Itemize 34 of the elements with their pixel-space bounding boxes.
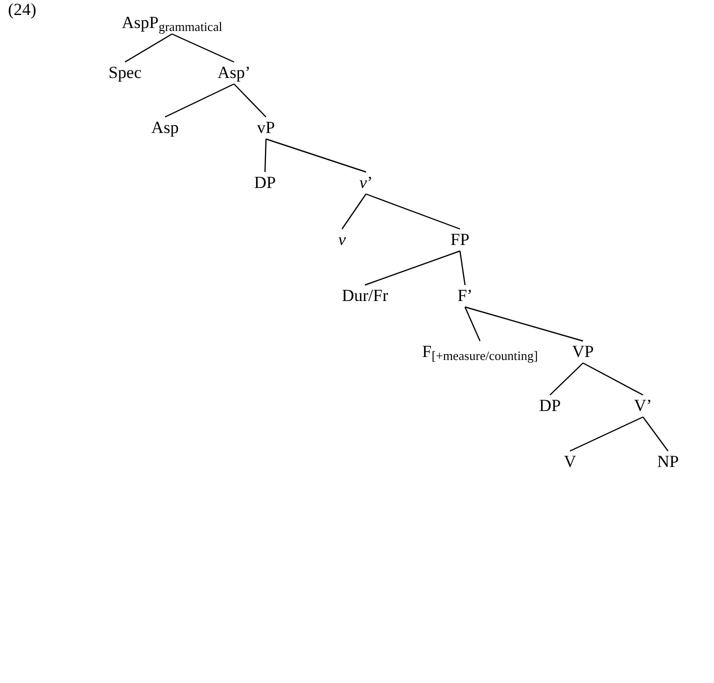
tree-branch: [124, 33, 172, 63]
tree-node-label: Asp: [151, 118, 179, 138]
tree-branch: [266, 138, 366, 173]
tree-node-label: v’: [359, 173, 373, 193]
tree-node-label: DP: [254, 173, 276, 193]
tree-branch: [342, 194, 366, 230]
tree-node-label: v: [338, 230, 346, 250]
tree-node-label: Spec: [108, 63, 142, 83]
tree-node-label: F’: [457, 286, 473, 306]
tree-node-label: Dur/Fr: [342, 286, 388, 306]
tree-branch: [570, 416, 644, 452]
tree-branch: [172, 33, 234, 63]
tree-node-label: FP: [450, 230, 470, 250]
tree-branch: [642, 416, 668, 452]
tree-node-label: vP: [257, 118, 275, 138]
tree-branch: [464, 306, 481, 342]
tree-branch: [464, 306, 584, 342]
tree-node-label: V: [564, 452, 576, 472]
example-number: (24): [8, 0, 36, 20]
tree-node-label: F$_{[+measure/counting]}$: [422, 342, 538, 362]
tree-node-label: DP: [539, 396, 561, 416]
tree-branch: [364, 250, 460, 286]
tree-node-label: NP: [657, 452, 679, 472]
tree-node-label: AspP$_{grammatical}$: [122, 13, 222, 33]
tree-branch: [550, 362, 584, 396]
tree-node-label: VP: [572, 342, 594, 362]
tree-branch: [582, 362, 644, 396]
tree-node-label: V’: [634, 396, 652, 416]
tree-branch: [366, 193, 460, 230]
tree-node-label: Asp’: [217, 63, 251, 83]
tree-branch: [459, 250, 466, 286]
tree-branch: [264, 138, 267, 172]
tree-branch: [234, 84, 266, 118]
tree-branch: [164, 83, 234, 118]
